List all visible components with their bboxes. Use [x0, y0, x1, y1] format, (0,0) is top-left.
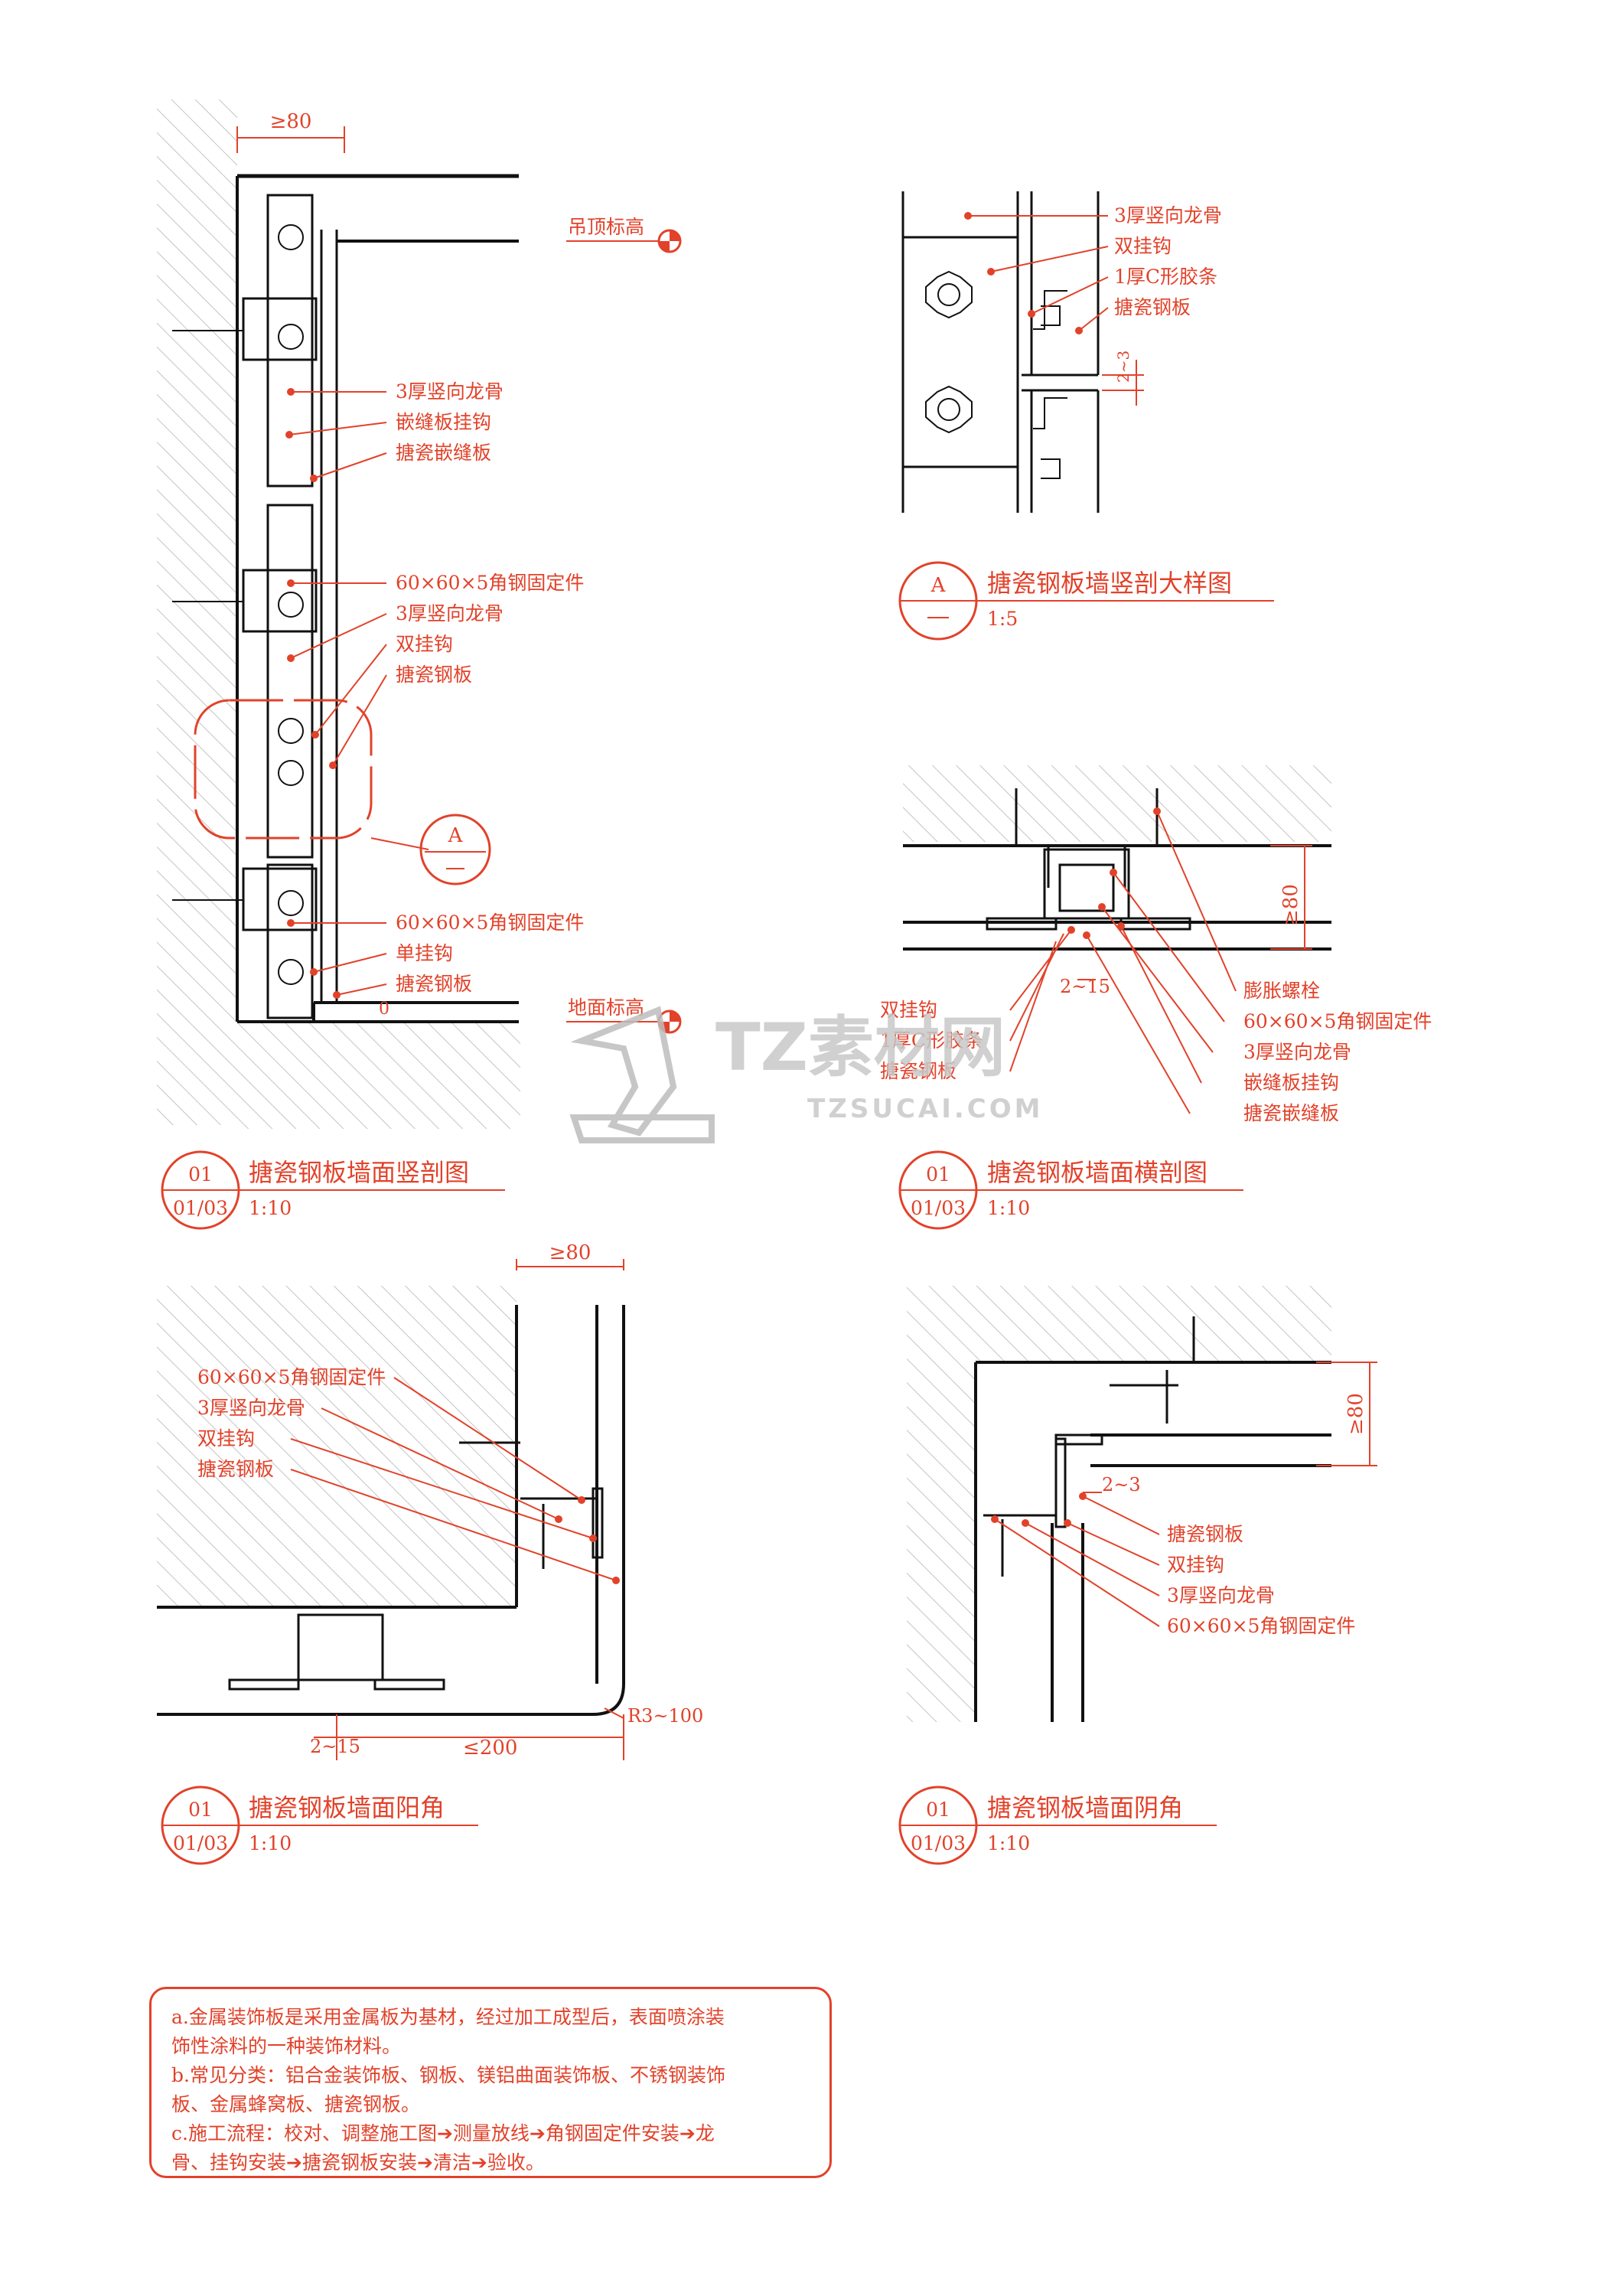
svg-text:01/03: 01/03: [173, 1832, 228, 1854]
label-i-1: 搪瓷钢板: [1167, 1523, 1243, 1545]
label-v2-2: 3厚竖向龙骨: [396, 602, 504, 625]
svg-text:01/03: 01/03: [173, 1197, 228, 1219]
label-i-4: 60×60×5角钢固定件: [1167, 1615, 1355, 1637]
detail-title: 搪瓷钢板墙面横剖图: [987, 1158, 1207, 1187]
label-o-1: 60×60×5角钢固定件: [197, 1366, 386, 1388]
title-block-vertical: 01 01/03 搪瓷钢板墙面竖剖图 1:10: [161, 1150, 505, 1230]
detail-title: 搪瓷钢板墙面阳角: [249, 1793, 445, 1822]
svg-text:1:5: 1:5: [987, 608, 1018, 630]
label-v3-1: 60×60×5角钢固定件: [396, 912, 584, 934]
note-line: a.金属装饰板是采用金属板为基材，经过加工成型后，表面喷涂装: [171, 2006, 725, 2028]
note-line: c.施工流程：校对、调整施工图➔测量放线➔角钢固定件安装➔龙: [171, 2122, 715, 2144]
note-line: 骨、挂钩安装➔搪瓷钢板安装➔清洁➔验收。: [171, 2151, 545, 2174]
note-line: b.常见分类：铝合金装饰板、钢板、镁铝曲面装饰板、不锈钢装饰: [171, 2064, 725, 2086]
svg-text:01: 01: [188, 1163, 213, 1186]
label-v3-3: 搪瓷钢板: [396, 973, 472, 995]
inner-corner-detail: ≥80 2~3 搪瓷钢板 双挂钩 3厚竖向龙骨 60×60×5角钢固定件 01 …: [898, 1286, 1377, 1865]
svg-text:01: 01: [926, 1163, 950, 1186]
dim-outer-len: ≤200: [463, 1737, 517, 1760]
detail-title: 搪瓷钢板墙面阴角: [987, 1793, 1183, 1822]
dim-top: ≥80: [270, 110, 312, 133]
notes-box: a.金属装饰板是采用金属板为基材，经过加工成型后，表面喷涂装 饰性涂料的一种装饰…: [149, 1987, 832, 2178]
label-h-r3: 3厚竖向龙骨: [1243, 1041, 1351, 1063]
label-h-r5: 搪瓷嵌缝板: [1243, 1102, 1339, 1124]
dim-inner-right: ≥80: [1344, 1393, 1367, 1435]
detail-title: 搪瓷钢板墙竖剖大样图: [987, 569, 1232, 598]
detail-a: 3厚竖向龙骨 双挂钩 1厚C形胶条 搪瓷钢板 2~3 A 搪瓷钢板墙竖剖大样图 …: [898, 191, 1274, 641]
label-o-3: 双挂钩: [197, 1427, 255, 1450]
floor-hatch: [237, 1022, 520, 1129]
watermark-brand: TZ素材网: [715, 1009, 1005, 1086]
vertical-section-detail: A ≥80 0 吊顶标高 地面标高: [157, 99, 682, 1230]
svg-text:吊顶标高: 吊顶标高: [568, 216, 644, 238]
label-h-l2: 1厚C形胶条: [880, 1029, 983, 1052]
outer-corner-detail: ≥80 2~15 ≤200 R3~100 60×60×5角钢固定件 3厚竖向龙骨…: [157, 1241, 703, 1865]
dim-h-gap: 2~15: [1060, 976, 1110, 997]
svg-text:01: 01: [188, 1799, 213, 1821]
label-h-r1: 膨胀螺栓: [1243, 980, 1320, 1002]
svg-text:01/03: 01/03: [911, 1197, 966, 1219]
svg-text:01/03: 01/03: [911, 1832, 966, 1854]
title-block-inner: 01 01/03 搪瓷钢板墙面阴角 1:10: [898, 1786, 1217, 1865]
dim-outer-gap: 2~15: [310, 1736, 360, 1757]
title-block-horizontal: 01 01/03 搪瓷钢板墙面横剖图 1:10: [898, 1150, 1243, 1230]
note-line: 饰性涂料的一种装饰材料。: [171, 2035, 402, 2057]
label-a-3: 1厚C形胶条: [1114, 266, 1217, 288]
horizontal-section-detail: ≥80 2~15 膨胀螺栓 60×60×5角钢固定件 3厚竖向龙骨 嵌缝板挂钩 …: [880, 765, 1432, 1230]
svg-text:1:10: 1:10: [987, 1197, 1030, 1219]
label-v2-3: 双挂钩: [396, 633, 453, 655]
dim-h-right: ≥80: [1279, 884, 1302, 926]
label-o-4: 搪瓷钢板: [197, 1458, 274, 1480]
label-a-1: 3厚竖向龙骨: [1114, 204, 1222, 227]
label-h-l1: 双挂钩: [880, 999, 937, 1021]
title-block-outer: 01 01/03 搪瓷钢板墙面阳角 1:10: [161, 1786, 478, 1865]
label-h-l3: 搪瓷钢板: [880, 1060, 957, 1082]
label-v2-4: 搪瓷钢板: [396, 664, 472, 686]
label-a-2: 双挂钩: [1114, 235, 1172, 257]
dim-gap: 0: [379, 1000, 389, 1019]
title-block-a: A 搪瓷钢板墙竖剖大样图 1:5: [898, 561, 1274, 641]
label-o-2: 3厚竖向龙骨: [197, 1397, 305, 1419]
note-line: 板、金属蜂窝板、搪瓷钢板。: [171, 2093, 421, 2115]
svg-text:1:10: 1:10: [987, 1832, 1030, 1854]
callout-circle: [419, 814, 491, 885]
label-i-2: 双挂钩: [1167, 1554, 1224, 1576]
svg-text:01: 01: [926, 1799, 950, 1821]
svg-text:地面标高: 地面标高: [568, 996, 644, 1019]
dim-outer-top: ≥80: [549, 1241, 592, 1264]
label-v2-1: 60×60×5角钢固定件: [396, 572, 584, 594]
svg-text:1:10: 1:10: [249, 1832, 292, 1854]
watermark: TZ素材网 TZSUCAI.COM: [569, 1006, 1043, 1143]
watermark-url: TZSUCAI.COM: [807, 1094, 1043, 1124]
label-v1-1: 3厚竖向龙骨: [396, 380, 504, 403]
dim-outer-radius: R3~100: [627, 1705, 703, 1727]
label-a-4: 搪瓷钢板: [1114, 296, 1191, 318]
detail-title: 搪瓷钢板墙面竖剖图: [249, 1158, 469, 1187]
label-v1-2: 嵌缝板挂钩: [396, 411, 491, 433]
ceiling-level-marker: 吊顶标高: [566, 216, 682, 253]
callout-tag: A: [448, 824, 464, 847]
label-h-r4: 嵌缝板挂钩: [1243, 1071, 1339, 1094]
label-v3-2: 单挂钩: [396, 942, 453, 964]
wall-hatch: [157, 99, 237, 1125]
label-i-3: 3厚竖向龙骨: [1167, 1584, 1275, 1606]
dim-inner-gap: 2~3: [1102, 1474, 1141, 1495]
dim-a: 2~3: [1114, 351, 1133, 383]
label-v1-3: 搪瓷嵌缝板: [396, 442, 491, 464]
svg-text:1:10: 1:10: [249, 1197, 292, 1219]
label-h-r2: 60×60×5角钢固定件: [1243, 1010, 1432, 1032]
svg-text:A: A: [930, 574, 947, 597]
